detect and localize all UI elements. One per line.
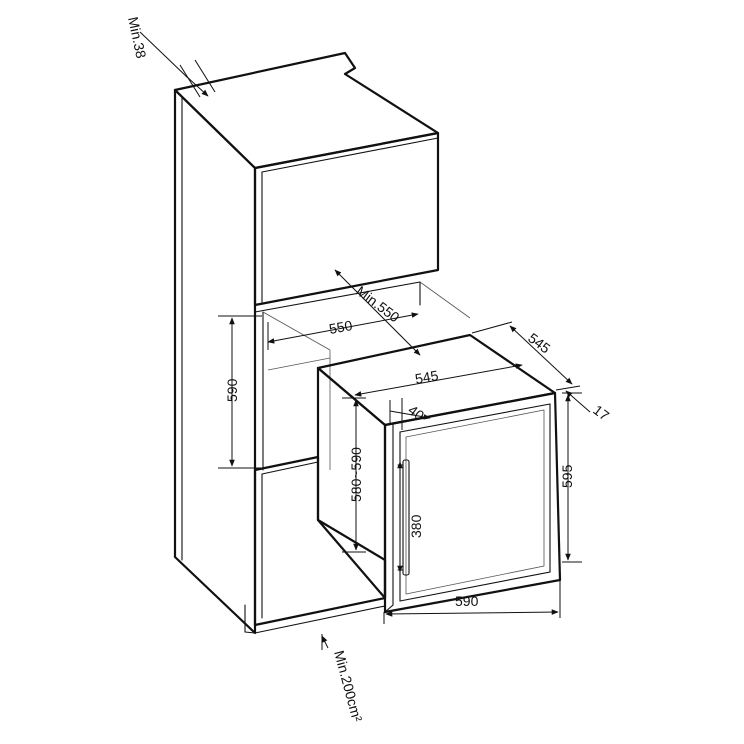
label-door-width: 590 — [455, 593, 479, 609]
label-ventilation: Min.200cm² — [331, 649, 365, 724]
dim-niche-height: 590 — [218, 315, 262, 469]
dim-door-thickness: 17 — [565, 390, 612, 424]
label-unit-depth: 545 — [525, 330, 553, 357]
dim-door-height: 595 — [559, 392, 582, 563]
dim-unit-depth: 545 — [471, 321, 581, 391]
label-top-gap: Min.38 — [125, 15, 149, 60]
label-niche-width: 550 — [328, 317, 354, 337]
cabinet — [173, 51, 471, 635]
door-glass-inner — [405, 409, 545, 595]
dim-door-width: 590 — [383, 580, 561, 624]
label-handle-height: 380 — [408, 514, 424, 538]
appliance-door — [383, 391, 562, 614]
upper-compartment-front — [253, 131, 440, 307]
dim-handle-height: 380 — [397, 461, 424, 573]
lower-compartment-front — [253, 455, 387, 627]
label-door-height: 595 — [559, 464, 575, 488]
door-edge — [384, 422, 394, 614]
dim-unit-height: 580~590 — [342, 397, 366, 553]
dim-niche-width: 550 — [267, 312, 419, 350]
dim-depth-min: Min.550 — [334, 269, 421, 356]
dimensions: Min.38 Min.550 550 590 545 — [125, 15, 612, 723]
cabinet-left-side — [173, 88, 257, 635]
label-door-thickness: 17 — [590, 402, 612, 424]
plinth — [254, 597, 386, 634]
cabinet-top — [173, 51, 440, 170]
door-handle — [402, 459, 410, 576]
dim-handle-depth: 40 — [389, 398, 431, 430]
label-unit-height: 580~590 — [348, 447, 364, 502]
label-unit-width: 545 — [414, 367, 440, 387]
dim-unit-width: 545 — [354, 363, 523, 397]
label-depth-min: Min.550 — [353, 283, 403, 326]
label-niche-height: 590 — [224, 378, 240, 402]
dim-ventilation: Min.200cm² — [321, 634, 366, 724]
